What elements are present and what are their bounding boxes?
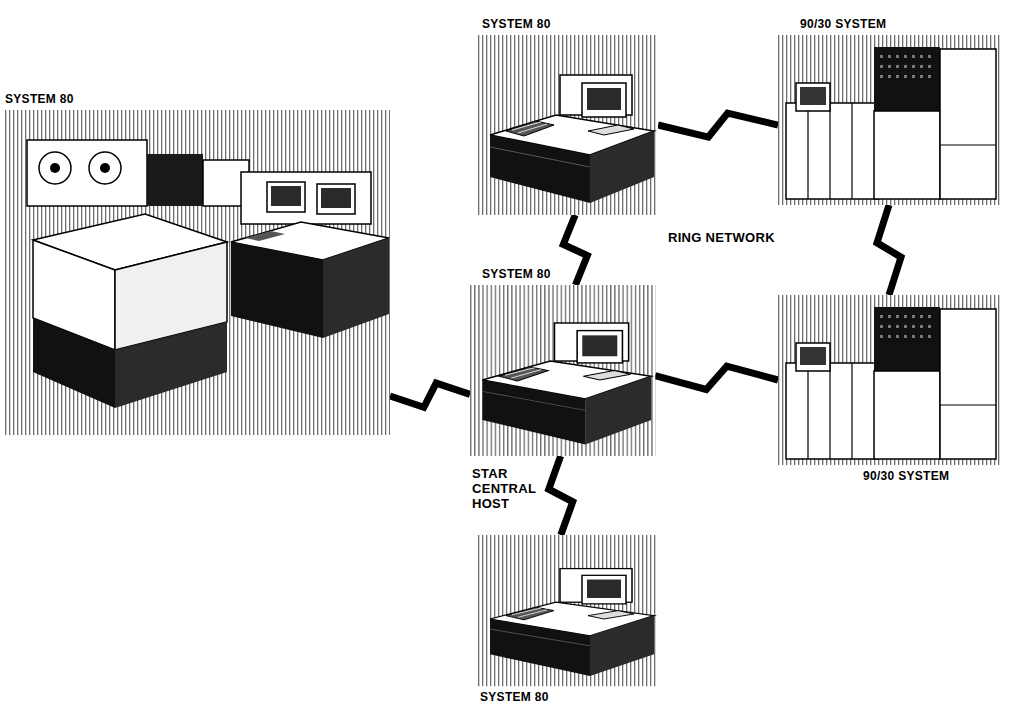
- system-label: SYSTEM 80: [482, 267, 551, 281]
- lightning-link: [658, 113, 778, 137]
- system-label: 90/30 SYSTEM: [863, 469, 949, 483]
- lightning-link: [655, 366, 778, 389]
- lightning-link: [563, 215, 587, 285]
- computer-system: SYSTEM 80: [478, 35, 658, 215]
- network-note: STAR CENTRAL HOST: [472, 466, 536, 511]
- network-note: RING NETWORK: [668, 230, 775, 245]
- system-label: SYSTEM 80: [480, 690, 549, 704]
- computer-system: SYSTEM 80: [470, 285, 655, 456]
- lightning-link: [877, 205, 901, 295]
- system-label: SYSTEM 80: [5, 92, 74, 106]
- computer-system: SYSTEM 80: [5, 110, 390, 435]
- lightning-link: [549, 456, 573, 535]
- system-label: 90/30 SYSTEM: [800, 17, 886, 31]
- computer-system: 90/30 SYSTEM: [778, 295, 1000, 465]
- lightning-link: [390, 383, 470, 407]
- computer-system: SYSTEM 80: [478, 535, 658, 686]
- computer-system: 90/30 SYSTEM: [778, 35, 1000, 205]
- system-label: SYSTEM 80: [482, 17, 551, 31]
